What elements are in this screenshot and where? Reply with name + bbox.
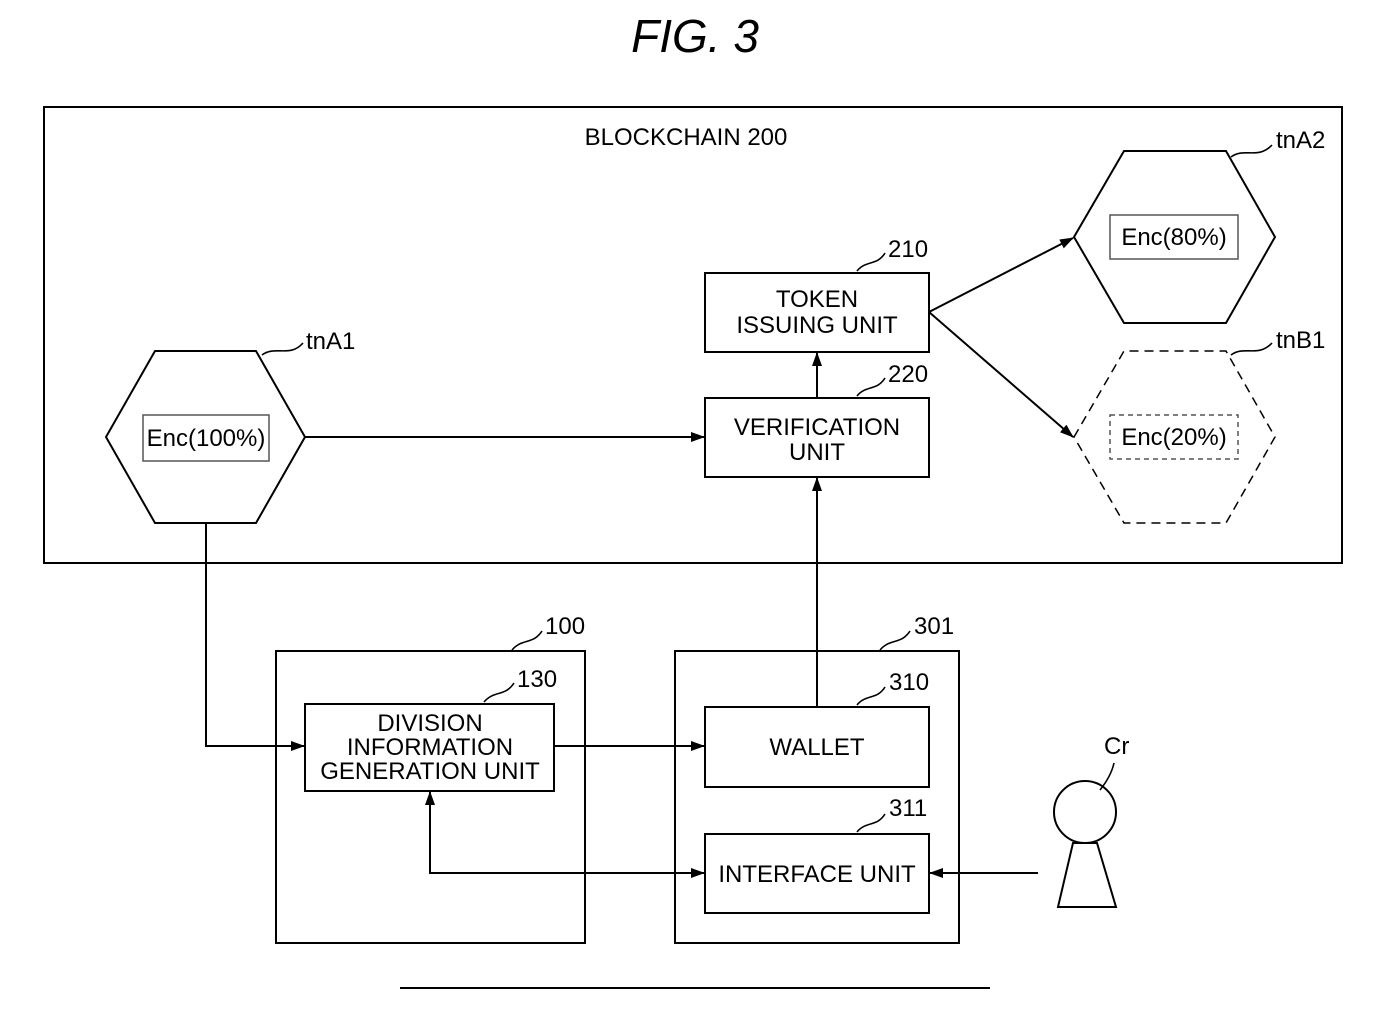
verification-unit-line1: VERIFICATION <box>734 414 900 441</box>
token-tna2-content: Enc(80%) <box>1121 224 1226 251</box>
interface-unit-label: INTERFACE UNIT <box>718 861 916 888</box>
token-tna1-ref: tnA1 <box>306 328 355 355</box>
token-tna1-content: Enc(100%) <box>147 425 266 452</box>
device-100-leader <box>512 631 542 650</box>
creator-person-icon: Cr <box>1054 733 1129 907</box>
creator-body <box>1058 843 1116 907</box>
verification-unit-line2: UNIT <box>789 439 845 466</box>
figure-title: FIG. 3 <box>631 10 759 62</box>
creator-ref: Cr <box>1104 733 1129 760</box>
verification-unit-ref: 220 <box>888 361 928 388</box>
division-unit-line3: GENERATION UNIT <box>320 758 540 785</box>
token-tna2-ref: tnA2 <box>1276 127 1325 154</box>
division-unit-line1: DIVISION <box>377 710 482 737</box>
device-301-leader <box>880 631 910 650</box>
token-tnb1-ref: tnB1 <box>1276 327 1325 354</box>
wallet-label: WALLET <box>769 734 864 761</box>
division-unit-line2: INFORMATION <box>347 734 513 761</box>
blockchain-label: BLOCKCHAIN 200 <box>585 124 788 151</box>
device-301-ref: 301 <box>914 613 954 640</box>
token-tnb1-content: Enc(20%) <box>1121 424 1226 451</box>
division-unit-ref: 130 <box>517 666 557 693</box>
wallet-ref: 310 <box>889 669 929 696</box>
token-issuing-unit-line2: ISSUING UNIT <box>736 312 898 339</box>
interface-unit-ref: 311 <box>889 795 927 822</box>
token-issuing-unit-line1: TOKEN <box>776 286 858 313</box>
creator-leader <box>1100 763 1114 790</box>
device-100-ref: 100 <box>545 613 585 640</box>
token-issuing-unit-ref: 210 <box>888 236 928 263</box>
creator-head <box>1054 781 1116 843</box>
